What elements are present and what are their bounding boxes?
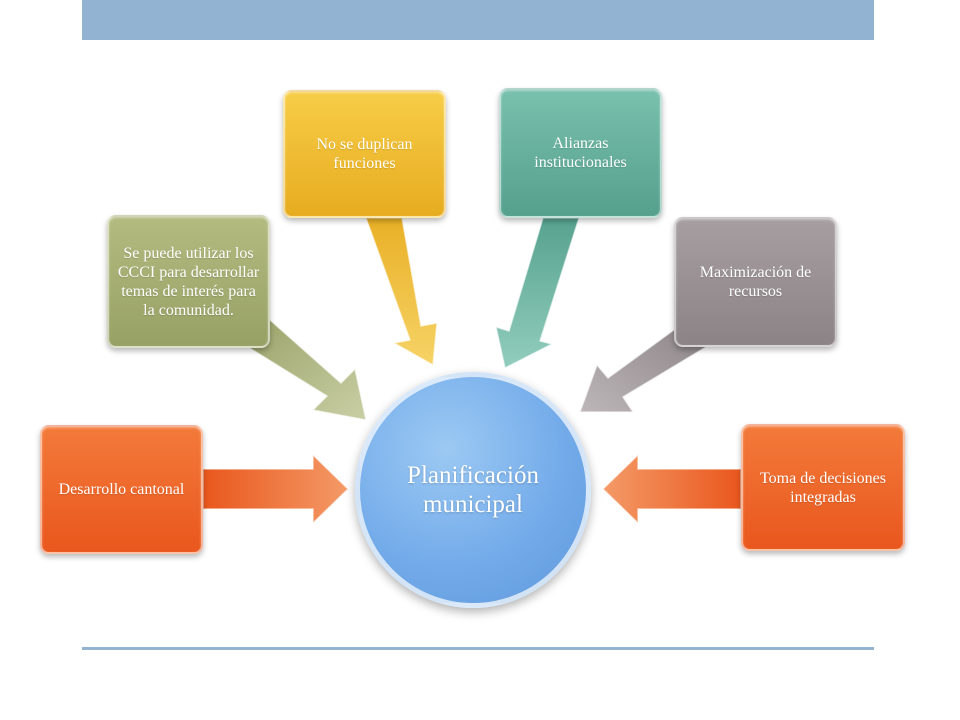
node-desarrollo-cantonal: Desarrollo cantonal [40, 425, 203, 554]
node-toma-decisiones: Toma de decisiones integradas [741, 424, 905, 551]
arrow-toma-decisiones [601, 453, 742, 525]
node-utilizar-ccci: Se puede utilizar los CCCI para desarrol… [107, 215, 270, 348]
arrow-alianzas [494, 217, 581, 370]
center-planificacion-municipal: Planificación municipal [355, 372, 591, 608]
arrow-maximizacion [578, 319, 708, 413]
arrow-utilizar-ccci [241, 318, 367, 421]
node-maximizacion-recursos: Maximización de recursos [674, 217, 837, 347]
bottom-divider [82, 647, 874, 650]
node-alianzas-institucionales: Alianzas institucionales [499, 88, 662, 218]
arrow-no-duplican [364, 217, 438, 367]
arrow-desarrollo-cantonal [202, 453, 350, 525]
top-banner-bar [82, 0, 874, 40]
node-no-duplican-funciones: No se duplican funciones [283, 90, 446, 218]
